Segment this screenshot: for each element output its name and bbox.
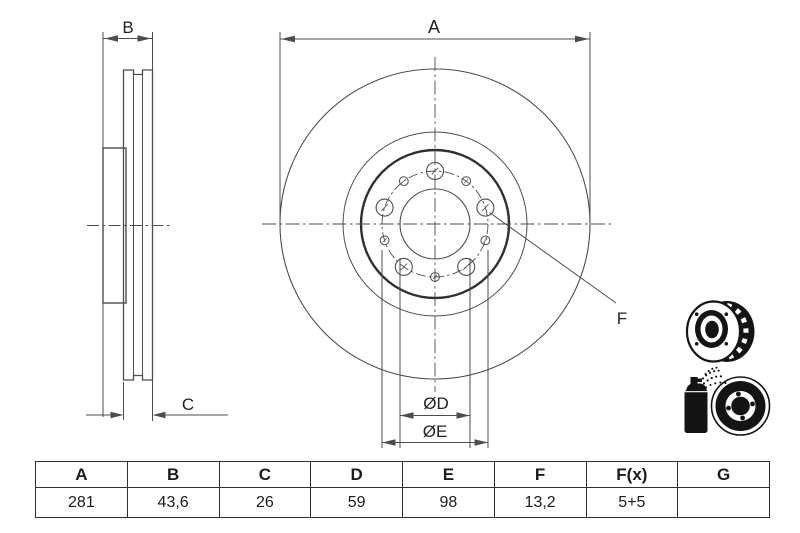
value-e: 98 <box>402 487 495 518</box>
col-header-e: E <box>402 461 495 488</box>
drawing-canvas: B C <box>86 17 771 448</box>
col-header-fx: F(x) <box>585 461 679 488</box>
friction-ring-section <box>122 69 154 381</box>
arrowhead <box>400 412 414 419</box>
value-fx: 5+5 <box>585 487 679 518</box>
col-header-a: A <box>35 461 128 488</box>
arrowhead <box>104 35 118 42</box>
bolt-holes-small <box>379 176 491 282</box>
arrowhead <box>152 411 166 419</box>
dimension-table-value-row: 281 43,6 26 59 98 13,2 5+5 <box>35 487 770 518</box>
dim-label-f: F <box>617 309 627 328</box>
value-d: 59 <box>310 487 403 518</box>
col-header-b: B <box>126 461 220 488</box>
value-f: 13,2 <box>493 487 587 518</box>
arrowhead <box>474 439 488 446</box>
front-view <box>262 32 617 448</box>
dimension-table-header-row: A B C D E F F(x) G <box>35 461 770 488</box>
col-header-d: D <box>310 461 403 488</box>
arrowhead <box>382 439 396 446</box>
value-c: 26 <box>218 487 312 518</box>
dim-label-c: C <box>182 395 194 414</box>
col-header-g: G <box>677 461 770 488</box>
arrowhead <box>456 412 470 419</box>
dimension-table: A B C D E F F(x) G 281 43,6 26 59 98 13,… <box>35 461 770 518</box>
value-g <box>677 487 770 518</box>
col-header-c: C <box>218 461 312 488</box>
value-b: 43,6 <box>126 487 220 518</box>
arrowhead <box>575 35 589 43</box>
arrowhead <box>281 35 295 43</box>
dim-label-d: ØD <box>423 394 449 413</box>
side-section-view <box>86 32 228 421</box>
arrowhead <box>110 411 124 419</box>
col-header-f: F <box>493 461 587 488</box>
dim-label-a: A <box>428 17 440 37</box>
value-a: 281 <box>35 487 128 518</box>
spray-can-icon <box>684 366 727 433</box>
vented-brake-disc-3d-icon <box>685 300 755 363</box>
dim-label-b: B <box>122 18 133 37</box>
dim-label-e: ØE <box>423 422 448 441</box>
bolt-holes-large <box>375 161 495 276</box>
leader-line-f <box>489 212 617 304</box>
arrowhead <box>137 35 151 42</box>
spray-coated-disc-icon <box>684 366 771 436</box>
